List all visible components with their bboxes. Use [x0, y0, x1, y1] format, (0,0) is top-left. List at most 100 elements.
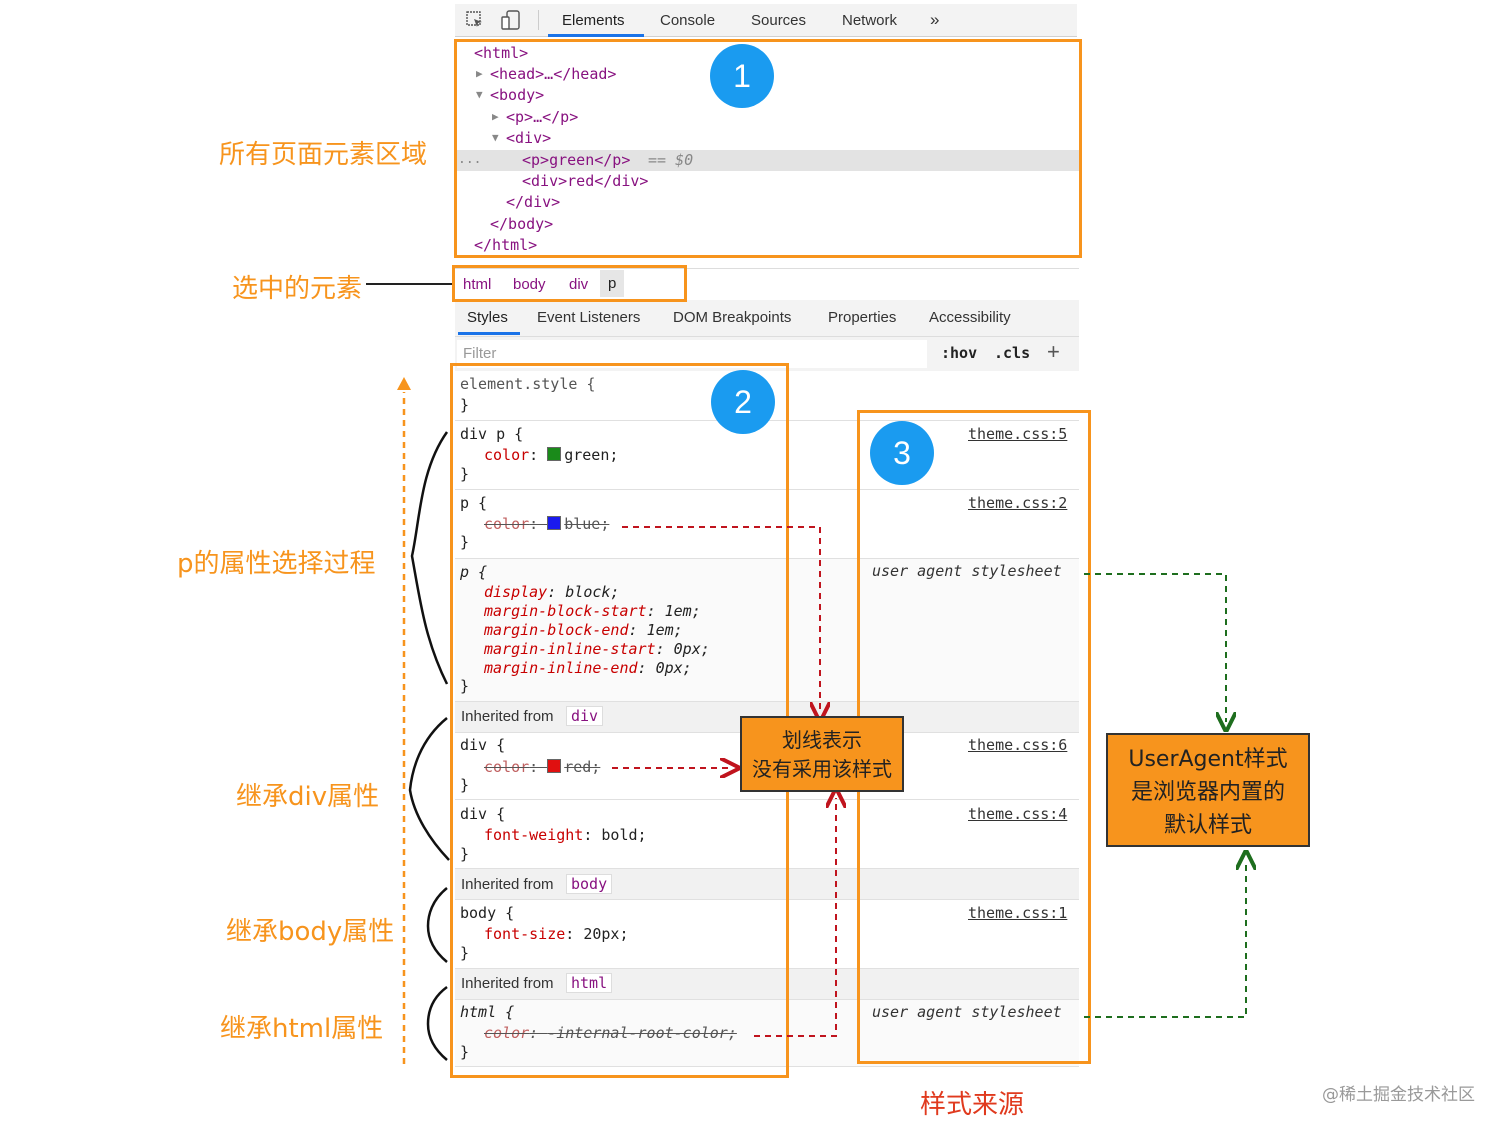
more-tabs-icon[interactable]: »: [930, 10, 940, 29]
tree-node-body-close[interactable]: </body>: [490, 215, 554, 233]
brace-inherit-html: [426, 985, 448, 1061]
collapse-arrow-icon[interactable]: ▼: [492, 131, 499, 144]
note-line: 默认样式: [1163, 813, 1252, 838]
inspect-icon[interactable]: [466, 11, 484, 29]
declaration[interactable]: margin-inline-start: 0px;: [484, 640, 710, 658]
property-name[interactable]: color: [484, 446, 530, 464]
declaration[interactable]: display: block;: [484, 583, 620, 601]
property-value[interactable]: -internal-root-color;: [547, 1024, 737, 1042]
declaration-overridden[interactable]: color: blue;: [484, 515, 610, 533]
property-value[interactable]: 0px;: [655, 659, 692, 677]
selected-node-marker: == $0: [648, 151, 694, 169]
collapse-arrow-icon[interactable]: ▼: [476, 88, 483, 101]
property-name[interactable]: margin-inline-end: [484, 659, 638, 677]
property-value[interactable]: bold;: [601, 826, 647, 844]
rule-close: }: [460, 944, 470, 962]
color-swatch[interactable]: [547, 516, 562, 530]
selected-node-row[interactable]: [455, 150, 1079, 171]
add-rule-icon[interactable]: +: [1047, 339, 1060, 364]
rule-selector[interactable]: div p {: [460, 425, 524, 443]
property-name[interactable]: font-size: [484, 925, 566, 943]
color-swatch[interactable]: [547, 447, 562, 461]
property-value[interactable]: 1em;: [646, 621, 683, 639]
property-value[interactable]: 0px;: [673, 640, 710, 658]
tree-node-head[interactable]: <head>…</head>: [490, 65, 617, 83]
property-name[interactable]: font-weight: [484, 826, 584, 844]
property-value[interactable]: blue;: [564, 515, 610, 533]
tree-node-p-green[interactable]: <p>green</p>: [522, 151, 631, 169]
tree-node-div-red[interactable]: <div>red</div>: [522, 172, 649, 190]
tree-row-ellipsis[interactable]: ...: [458, 152, 482, 167]
property-name[interactable]: color: [484, 515, 530, 533]
property-value[interactable]: 20px;: [583, 925, 629, 943]
tree-node-div[interactable]: <div>: [506, 129, 552, 147]
rule-selector[interactable]: div {: [460, 736, 506, 754]
tab-accessibility[interactable]: Accessibility: [929, 309, 1011, 326]
label-all-elements: 所有页面元素区域: [219, 140, 428, 170]
declaration[interactable]: font-weight: bold;: [484, 826, 647, 844]
tree-node-body[interactable]: <body>: [490, 86, 545, 104]
rule-close: }: [460, 396, 470, 414]
inherited-tag-link[interactable]: div: [566, 706, 604, 726]
declaration[interactable]: color: green;: [484, 446, 619, 464]
property-name[interactable]: margin-block-end: [484, 621, 629, 639]
rule-selector[interactable]: p {: [460, 494, 488, 512]
rule-close: }: [460, 776, 470, 794]
source-link[interactable]: theme.css:2: [968, 494, 1068, 512]
ua-arrow-bottom: [1084, 860, 1246, 1018]
expand-arrow-icon[interactable]: ▶: [492, 110, 499, 123]
marker-3: 3: [870, 421, 934, 485]
property-name[interactable]: margin-inline-start: [484, 640, 656, 658]
inherited-tag-link[interactable]: body: [566, 874, 613, 894]
property-name[interactable]: display: [484, 583, 548, 601]
declaration[interactable]: margin-inline-end: 0px;: [484, 659, 692, 677]
tree-node-p[interactable]: <p>…</p>: [506, 108, 579, 126]
property-value[interactable]: green;: [564, 446, 619, 464]
rule-selector[interactable]: body {: [460, 904, 515, 922]
breadcrumb-div[interactable]: div: [569, 276, 589, 293]
breadcrumb-html[interactable]: html: [463, 276, 492, 293]
color-swatch[interactable]: [547, 759, 562, 773]
inherited-tag-link[interactable]: html: [566, 973, 613, 993]
expand-arrow-icon[interactable]: ▶: [476, 67, 483, 80]
source-user-agent: user agent stylesheet: [872, 562, 1062, 580]
tab-event-listeners[interactable]: Event Listeners: [537, 309, 641, 326]
tab-console[interactable]: Console: [660, 12, 716, 29]
property-name[interactable]: margin-block-start: [484, 602, 647, 620]
declaration[interactable]: margin-block-start: 1em;: [484, 602, 701, 620]
tree-node-html-close[interactable]: </html>: [474, 236, 538, 254]
property-name[interactable]: color: [484, 1024, 530, 1042]
rule-selector[interactable]: div {: [460, 805, 506, 823]
rule-selector[interactable]: p {: [460, 563, 488, 581]
label-style-source: 样式来源: [920, 1090, 1025, 1120]
breadcrumb-body[interactable]: body: [513, 276, 546, 293]
declaration-overridden[interactable]: color: red;: [484, 758, 601, 776]
device-toggle-icon[interactable]: [500, 9, 522, 31]
tree-node-html[interactable]: <html>: [474, 44, 529, 62]
tab-styles[interactable]: Styles: [467, 309, 508, 326]
tree-node-div-close[interactable]: </div>: [506, 193, 561, 211]
cls-button[interactable]: .cls: [994, 344, 1031, 362]
source-link[interactable]: theme.css:1: [968, 904, 1068, 922]
property-name[interactable]: color: [484, 758, 530, 776]
breadcrumb-p[interactable]: p: [600, 270, 625, 297]
source-link[interactable]: theme.css:4: [968, 805, 1068, 823]
hov-button[interactable]: :hov: [941, 344, 978, 362]
source-link[interactable]: theme.css:5: [968, 425, 1068, 443]
tab-elements[interactable]: Elements: [562, 12, 625, 29]
tab-network[interactable]: Network: [842, 12, 898, 29]
tab-sources[interactable]: Sources: [751, 12, 807, 29]
rule-selector[interactable]: element.style {: [460, 375, 596, 393]
declaration[interactable]: margin-block-end: 1em;: [484, 621, 683, 639]
rule-close: }: [460, 845, 470, 863]
property-value[interactable]: red;: [564, 758, 601, 776]
declaration[interactable]: font-size: 20px;: [484, 925, 629, 943]
tab-properties[interactable]: Properties: [828, 309, 897, 326]
tab-dom-breakpoints[interactable]: DOM Breakpoints: [673, 309, 792, 326]
declaration-overridden[interactable]: color: -internal-root-color;: [484, 1024, 737, 1042]
property-value[interactable]: 1em;: [664, 602, 701, 620]
rule-selector[interactable]: html {: [460, 1003, 515, 1021]
property-value[interactable]: block;: [565, 583, 620, 601]
source-link[interactable]: theme.css:6: [968, 736, 1068, 754]
strike-arrow-blue: [622, 526, 820, 712]
